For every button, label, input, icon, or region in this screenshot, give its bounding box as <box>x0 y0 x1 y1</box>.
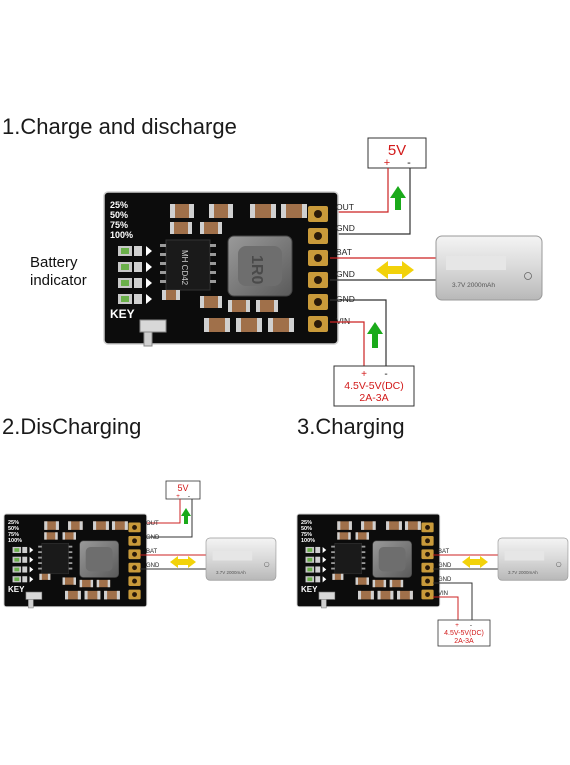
pin-gnd-label: GND <box>336 223 355 233</box>
pin-out-label: OUT <box>336 202 354 212</box>
charge-arrow-icon <box>367 322 383 348</box>
out-gnd-wire-2 <box>140 499 193 538</box>
section-2: 2.DisCharging 5V + - 25% 50% 75% 100% KE… <box>2 414 277 609</box>
percent-75-2: 75% <box>8 532 19 538</box>
out-wire-2 <box>140 499 181 524</box>
pin-out-label-2: OUT <box>146 521 159 527</box>
percent-100-3: 100% <box>301 538 315 544</box>
pin-labels-1: OUT GND BAT GND GND VIN <box>336 202 355 326</box>
battery-label: 3.7V 2000mAh <box>452 282 495 289</box>
battery-image <box>435 235 543 301</box>
section-1-title: 1.Charge and discharge <box>2 114 237 139</box>
percent-75-3: 75% <box>301 532 312 538</box>
discharge-arrow-icon-2 <box>181 508 191 524</box>
output-plus-2: + <box>176 493 180 500</box>
key-label: KEY <box>110 307 135 321</box>
battery-flow-arrow-icon <box>376 261 414 279</box>
section-2-title: 2.DisCharging <box>2 414 141 439</box>
inductor-marking: 1R0 <box>248 255 265 284</box>
battery-label-3: 3.7V 2000mAh <box>508 570 538 575</box>
battery-label-2: 3.7V 2000mAh <box>216 570 246 575</box>
board-silkscreen-1: 25% 50% 75% 100% KEY MH CD42 1R0 <box>110 200 265 321</box>
percent-50-3: 50% <box>301 526 312 532</box>
output-plus: + <box>384 157 390 169</box>
pin-gnd-label-3: GND <box>438 563 452 569</box>
percent-50-2: 50% <box>8 526 19 532</box>
input-plus-3: + <box>455 622 459 629</box>
out-gnd-wire <box>330 168 411 235</box>
battery-flow-arrow-icon-2 <box>170 556 196 568</box>
output-box <box>367 137 427 169</box>
input-plus: + <box>361 369 367 380</box>
pin-gnd-label-2: GND <box>146 535 160 541</box>
vin-wire <box>330 321 365 368</box>
pin-labels-2: OUT GND BAT GND <box>146 521 160 569</box>
chip-marking: MH CD42 <box>180 250 189 286</box>
input-box <box>333 365 415 407</box>
input-voltage-3: 4.5V-5V(DC) <box>444 630 484 637</box>
output-minus-2: - <box>188 493 190 500</box>
charger-module-board-2 <box>3 513 148 609</box>
section-3-title: 3.Charging <box>297 414 405 439</box>
pin-vin-label: VIN <box>336 316 350 326</box>
percent-50: 50% <box>110 210 128 220</box>
percent-25-2: 25% <box>8 520 19 526</box>
out-wire <box>330 168 389 213</box>
battery-flow-arrow-icon-3 <box>462 556 488 568</box>
output-minus: - <box>407 157 411 169</box>
charger-module-board-3 <box>296 513 441 609</box>
key-label-3: KEY <box>301 585 318 594</box>
key-label-2: KEY <box>8 585 25 594</box>
board-silkscreen-2: 25% 50% 75% 100% KEY <box>8 520 25 594</box>
vin-gnd-wire <box>330 299 387 368</box>
input-current: 2A-3A <box>359 392 388 404</box>
percent-75: 75% <box>110 220 128 230</box>
board-silkscreen-3: 25% 50% 75% 100% KEY <box>301 520 318 594</box>
pin-gnd-label: GND <box>336 294 355 304</box>
battery-indicator-label-line1: Battery <box>30 254 78 271</box>
percent-100-2: 100% <box>8 538 22 544</box>
battery-indicator-label-line2: indicator <box>30 272 87 289</box>
pin-labels-3: BAT GND GND VIN <box>438 549 452 597</box>
section-3: 3.Charging 25% 50% 75% 100% KEY BAT GND … <box>296 414 569 647</box>
input-box-3 <box>437 619 491 647</box>
pin-vin-label-3: VIN <box>438 591 448 597</box>
output-box-2 <box>165 480 201 500</box>
input-current-3: 2A-3A <box>454 638 474 645</box>
output-voltage: 5V <box>388 142 406 159</box>
pin-bat-label-3: BAT <box>438 549 450 555</box>
charger-module-board <box>103 191 339 347</box>
percent-25-3: 25% <box>301 520 312 526</box>
input-minus: - <box>384 369 387 380</box>
vin-wire-3 <box>433 596 459 622</box>
input-minus-3: - <box>470 622 472 629</box>
pin-gnd-label-2b: GND <box>146 563 160 569</box>
output-voltage-2: 5V <box>177 483 188 493</box>
discharge-arrow-icon <box>390 186 406 210</box>
input-voltage: 4.5V-5V(DC) <box>344 380 404 392</box>
pin-bat-label: BAT <box>336 247 352 257</box>
pin-gnd-label-3b: GND <box>438 577 452 583</box>
pin-gnd-label: GND <box>336 269 355 279</box>
pin-bat-label-2: BAT <box>146 549 158 555</box>
vin-gnd-wire-3 <box>433 582 473 622</box>
percent-100: 100% <box>110 230 133 240</box>
percent-25: 25% <box>110 200 128 210</box>
section-1: 1.Charge and discharge 5V + - 25% 50% 75… <box>2 114 543 407</box>
